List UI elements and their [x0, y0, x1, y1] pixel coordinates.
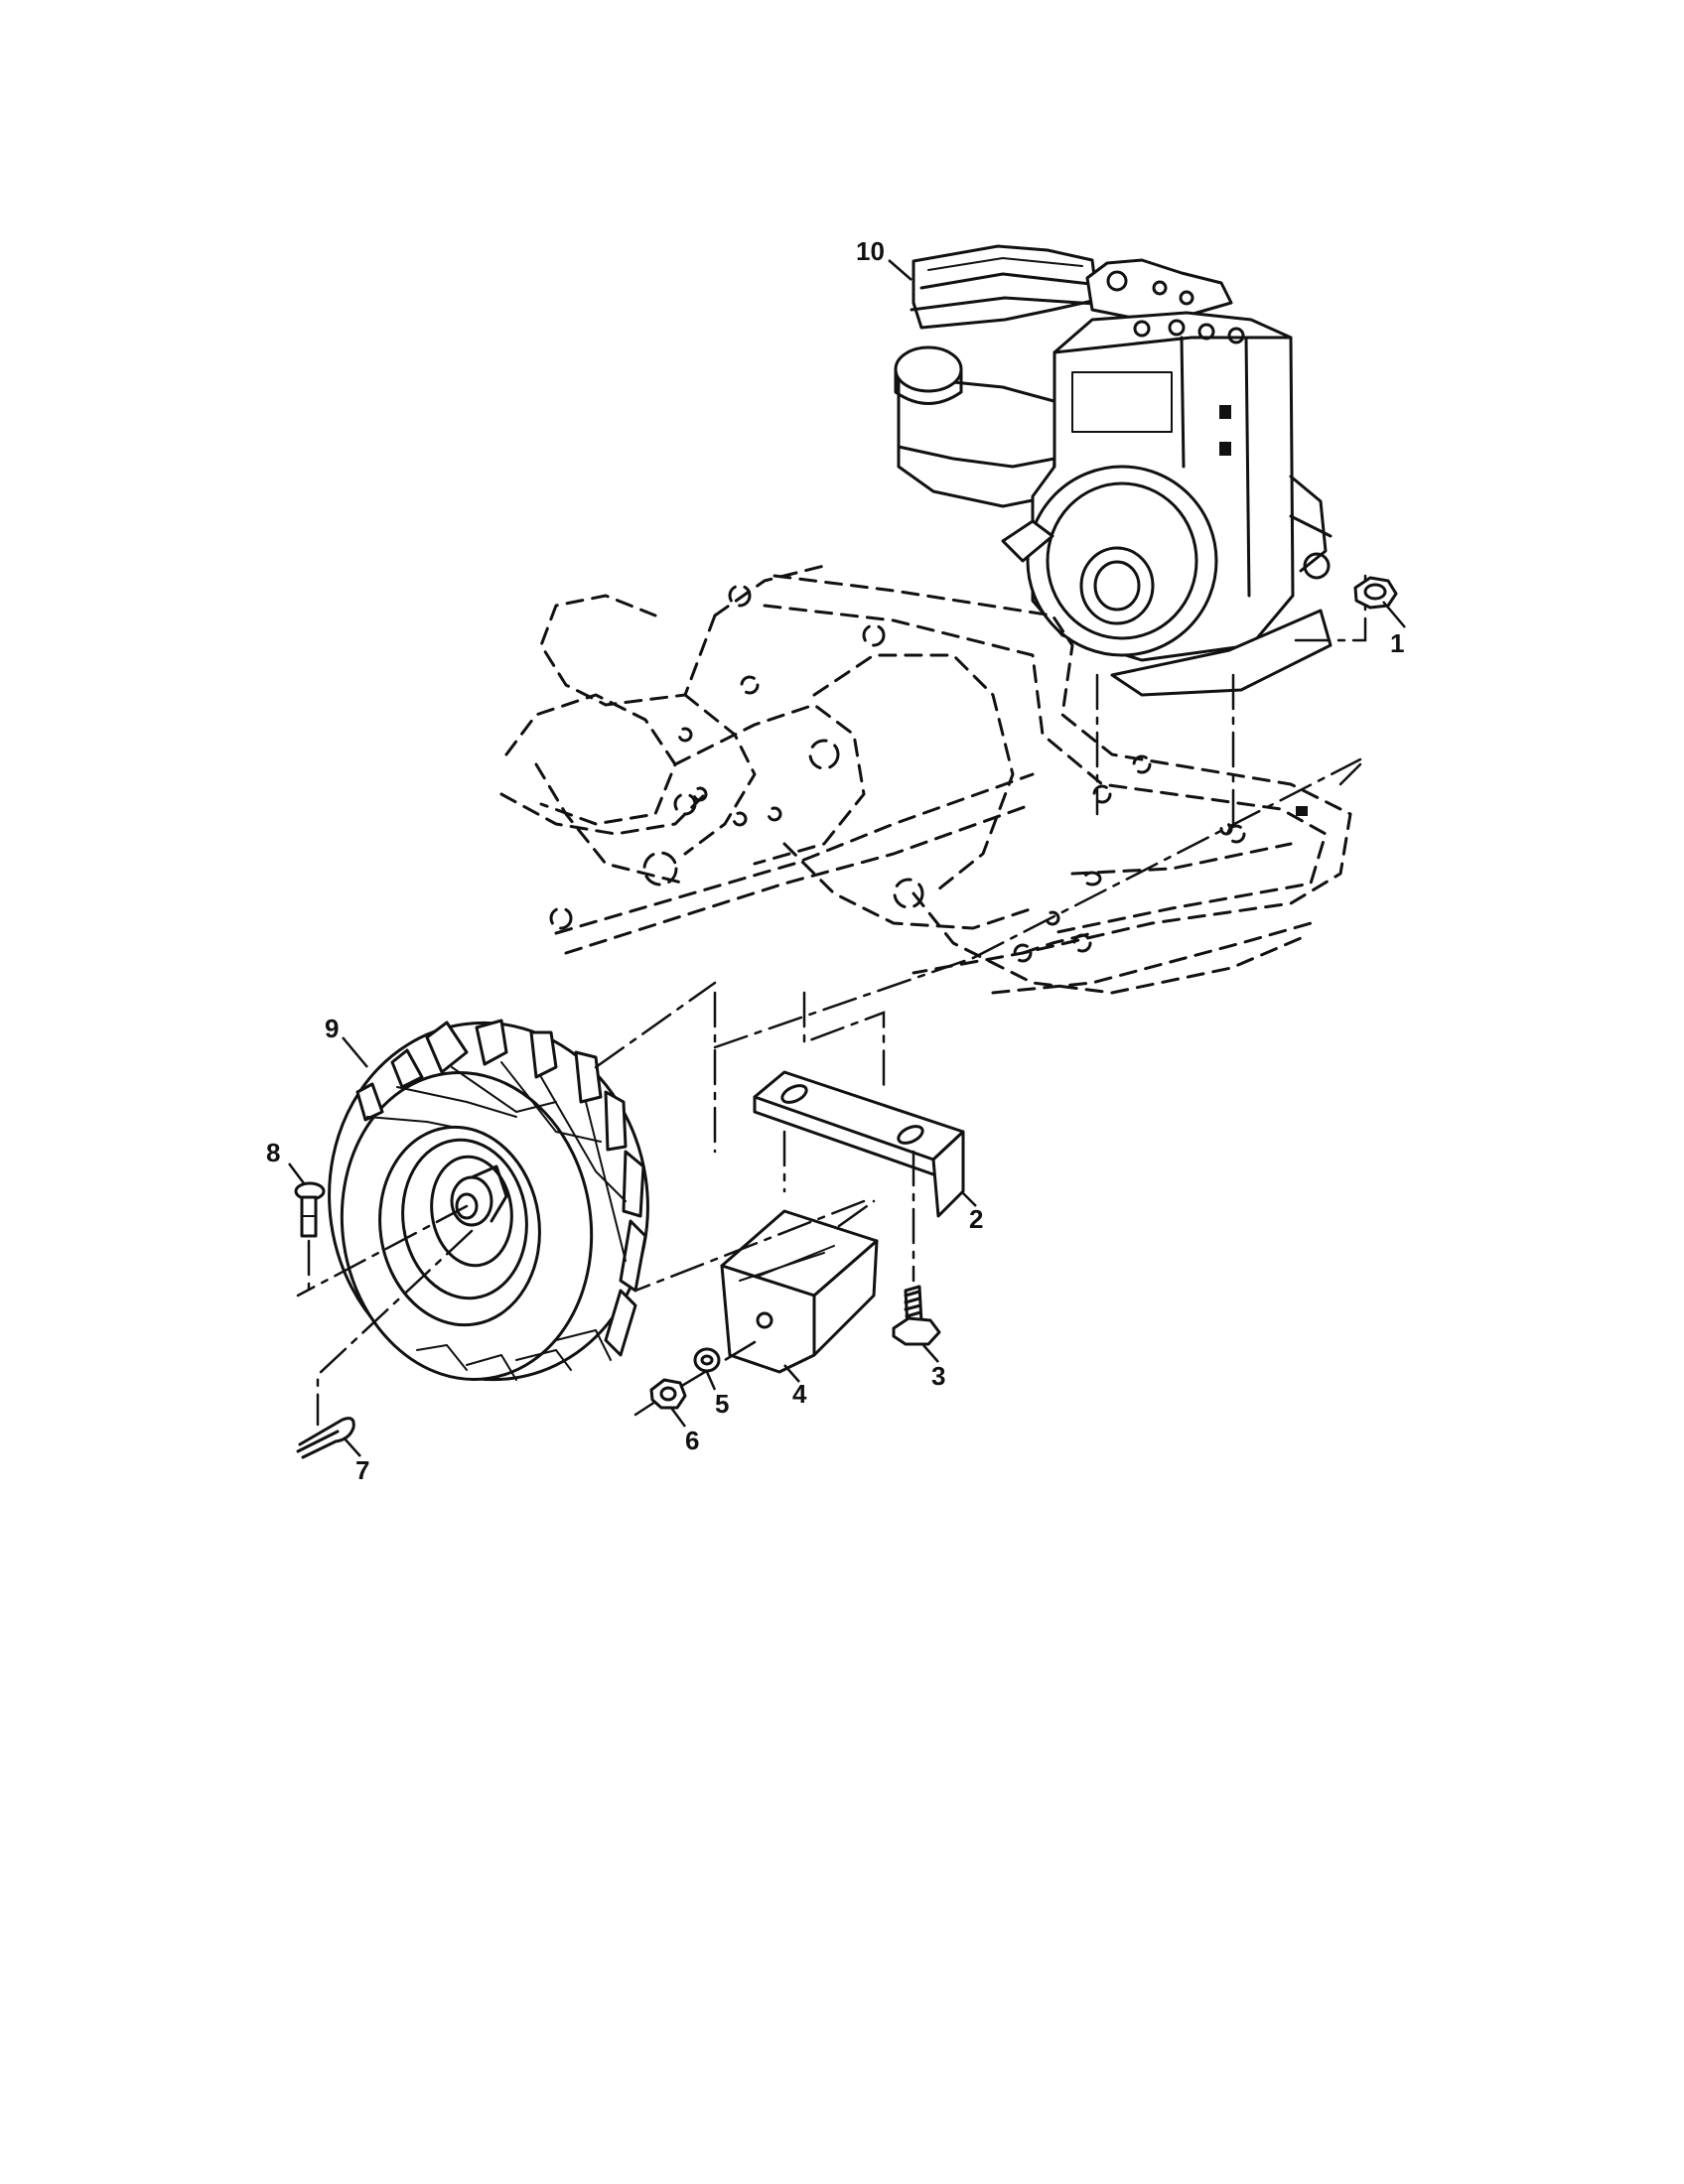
callout-line-8 — [288, 1162, 305, 1184]
callout-label-9: 9 — [325, 1014, 339, 1043]
hex-nut-small-icon — [649, 1378, 687, 1410]
hex-nut-icon — [1353, 576, 1398, 610]
tire-wheel-icon — [328, 1019, 649, 1382]
callout-label-5: 5 — [715, 1389, 729, 1419]
callout-label-2: 2 — [969, 1204, 983, 1234]
clevis-pin-icon — [294, 1181, 326, 1297]
callout-line-2 — [960, 1190, 977, 1207]
frame-axis-leader — [1338, 762, 1362, 786]
axle-weight-leader — [633, 1199, 866, 1293]
callout-line-3 — [922, 1344, 939, 1363]
wheel-weight-icon — [720, 1209, 879, 1374]
callout-line-7 — [343, 1436, 361, 1457]
callout-line-4 — [783, 1364, 800, 1383]
callout-label-8: 8 — [266, 1138, 280, 1167]
callout-label-1: 1 — [1390, 628, 1404, 658]
hex-bolt-icon — [892, 1285, 941, 1346]
callout-line-5 — [705, 1371, 717, 1391]
callout-label-7: 7 — [355, 1455, 369, 1485]
frame-right-leader — [971, 757, 1362, 960]
mounting-bracket-icon — [753, 1070, 965, 1218]
callout-label-6: 6 — [685, 1426, 699, 1455]
callout-label-10: 10 — [856, 236, 885, 266]
nut-washer-leader — [633, 1400, 657, 1417]
weight-leader-2 — [837, 1199, 876, 1228]
hairpin-clip-icon — [296, 1417, 355, 1459]
callout-label-4: 4 — [792, 1379, 807, 1409]
callout-line-6 — [669, 1407, 687, 1428]
bracket-leader-c — [713, 956, 975, 1049]
nut-leader — [1294, 574, 1367, 642]
wheel-hub-leader — [296, 1204, 469, 1297]
callout-line-1 — [1382, 601, 1406, 628]
tiller-frame-outline — [499, 564, 1352, 995]
callout-line-9 — [342, 1036, 368, 1068]
lock-washer-icon — [693, 1347, 721, 1373]
bracket-leader-b — [802, 991, 886, 1094]
callout-line-10 — [888, 259, 912, 281]
wheel-axle-leader — [594, 981, 717, 1069]
engine-icon — [894, 244, 1333, 697]
callout-label-3: 3 — [931, 1361, 945, 1391]
wheel-pin-leader — [316, 1229, 474, 1427]
